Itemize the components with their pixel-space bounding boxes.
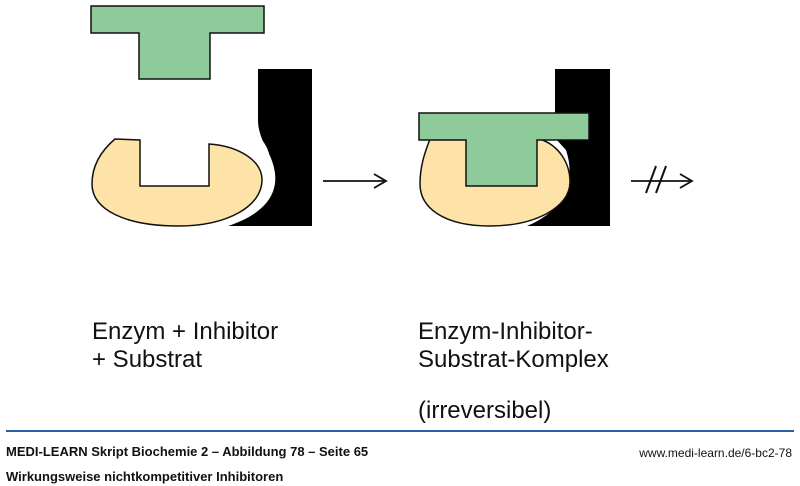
label-left-line2: + Substrat xyxy=(92,346,203,373)
label-irreversible: (irreversibel) xyxy=(418,397,552,424)
inhibitor-gap-left xyxy=(232,140,271,224)
footer-title: MEDI-LEARN Skript Biochemie 2 – Abbildun… xyxy=(6,444,369,459)
enzyme-left xyxy=(91,138,263,227)
footer-url: www.medi-learn.de/6-bc2-78 xyxy=(639,446,792,460)
substrate-left xyxy=(90,5,265,80)
label-right-line1: Enzym-Inhibitor- xyxy=(418,318,593,345)
inhibitor-left xyxy=(228,69,312,226)
right-arrow-icon xyxy=(323,173,388,189)
substrate-right xyxy=(418,112,590,187)
label-left-line1: Enzym + Inhibitor xyxy=(92,318,279,345)
label-right-line2: Substrat-Komplex xyxy=(418,346,609,373)
blocked-arrow-icon xyxy=(631,165,694,194)
inhibitor-right xyxy=(527,69,610,226)
footer-divider xyxy=(6,430,794,432)
label-complex: Enzym-Inhibitor- Substrat-Komplex xyxy=(418,318,609,374)
figure-caption: Wirkungsweise nichtkompetitiver Inhibito… xyxy=(6,469,284,484)
label-enzyme-inhibitor-substrate: Enzym + Inhibitor + Substrat xyxy=(92,318,278,374)
